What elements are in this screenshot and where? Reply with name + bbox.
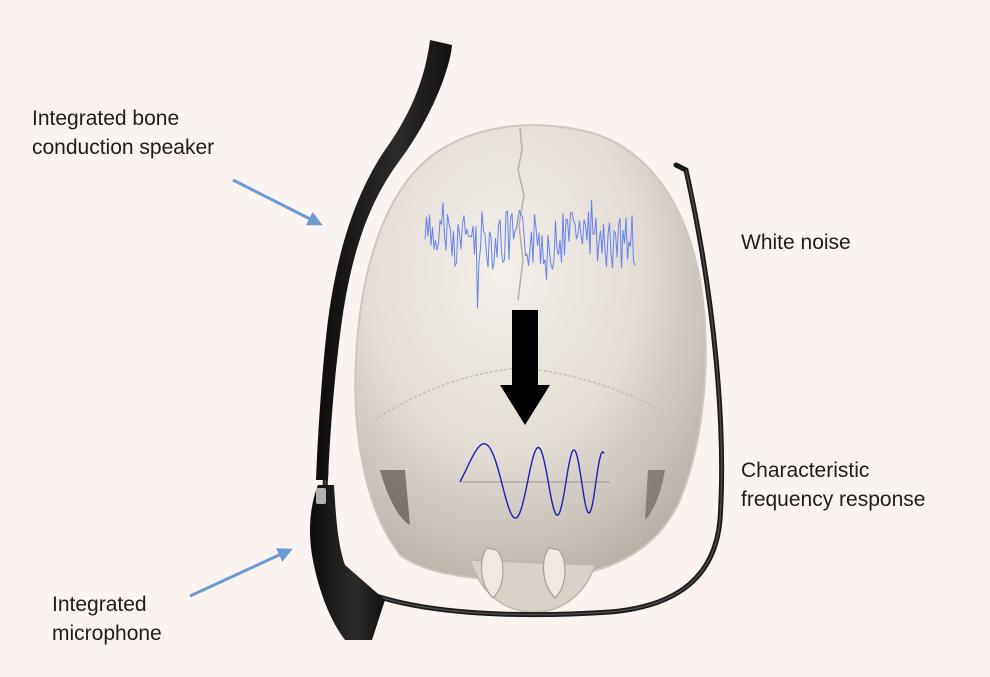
speaker-label: Integrated bone conduction speaker <box>32 104 214 162</box>
white-noise-label: White noise <box>741 228 851 257</box>
speaker-pointer-arrow <box>233 180 320 224</box>
frequency-label-line-2: frequency response <box>741 488 925 511</box>
white-noise-label-text: White noise <box>741 231 851 254</box>
microphone-label: Integrated microphone <box>52 590 162 648</box>
frequency-label-line-1: Characteristic <box>741 459 869 482</box>
microphone-pointer-arrow <box>190 550 290 596</box>
microphone-label-line-1: Integrated <box>52 593 147 616</box>
frequency-response-label: Characteristic frequency response <box>741 456 925 514</box>
speaker-label-line-2: conduction speaker <box>32 136 214 159</box>
speaker-label-line-1: Integrated bone <box>32 107 179 130</box>
microphone-label-line-2: microphone <box>52 622 162 645</box>
